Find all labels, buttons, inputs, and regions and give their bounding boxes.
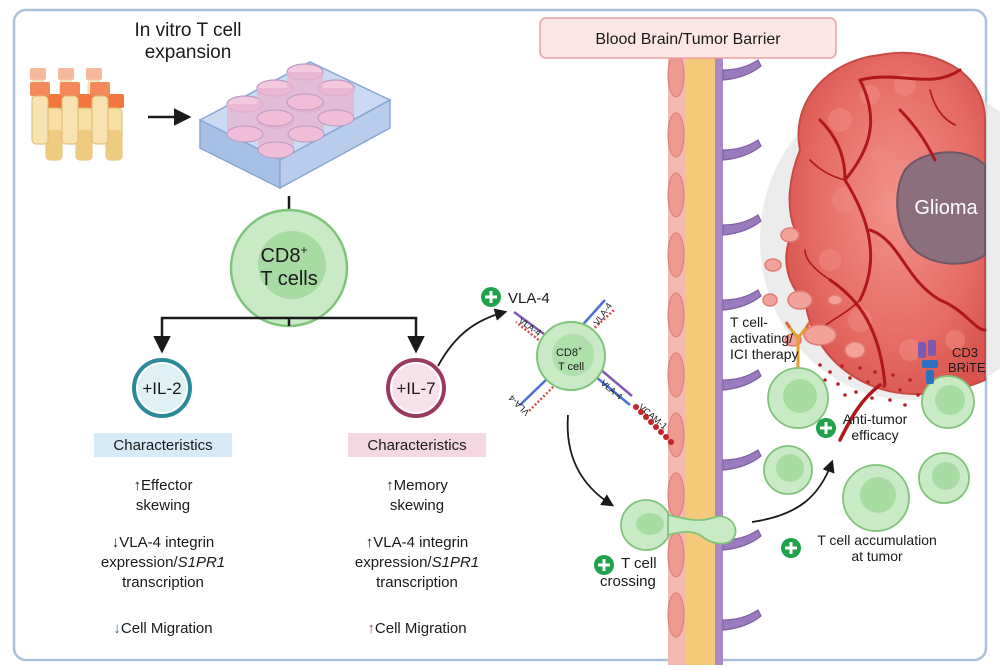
- il2-vla-text: VLA-4 integrin: [119, 534, 215, 551]
- il7-migration: ↑Cell Migration: [314, 619, 520, 639]
- il2-effector-line2: skewing: [135, 497, 191, 514]
- barrier-label-box: [539, 17, 837, 59]
- crossing-label-line2: crossing: [600, 573, 656, 590]
- cd8-cell-label-line1: CD8: [260, 245, 300, 267]
- plus-crossing-icon: [594, 555, 614, 575]
- crossing-label-line1: T cell: [621, 555, 657, 572]
- il7-memory-line2: skewing: [389, 497, 445, 514]
- il7-characteristics: Characteristics: [367, 437, 466, 454]
- il2-vla-line1: ↓VLA-4 integrin: [60, 533, 266, 553]
- il7-memory-text: Memory: [393, 477, 448, 494]
- cytokine-dots: [813, 363, 932, 407]
- il7-characteristics-list: ↑Memory skewing ↑VLA-4 integrin expressi…: [314, 476, 520, 639]
- therapy-line1: T cell-: [730, 314, 768, 330]
- il7-vla-arrow: ↑: [365, 534, 374, 551]
- il2-effector-text: Effector: [141, 477, 193, 494]
- il7-vla-line1: ↑VLA-4 integrin: [314, 533, 520, 553]
- il2-characteristics-list: ↑Effector skewing ↓VLA-4 integrin expres…: [60, 476, 266, 639]
- il7-migration-text: Cell Migration: [374, 620, 467, 637]
- svg-text:CD8+: CD8+: [260, 243, 307, 267]
- cd8-cell-label-sup: +: [301, 243, 308, 257]
- arrow-il7-to-vla4: [437, 308, 508, 367]
- il2-migration-arrow: ↓: [113, 620, 121, 637]
- plus-accumulation-icon: [781, 538, 801, 558]
- vcam1-chain: [633, 404, 674, 445]
- il2-migration-text: Cell Migration: [120, 620, 213, 637]
- glioma-label: Glioma: [914, 197, 978, 219]
- il7-vla-text: VLA-4 integrin: [373, 534, 469, 551]
- tumor-fragments: [762, 227, 866, 359]
- il2-vla-line2a: expression/: [100, 554, 178, 571]
- accumulation-line1: T cell accumulation: [817, 532, 937, 548]
- il7-label: +IL-7: [396, 379, 435, 398]
- therapy-line2: activating/: [730, 330, 793, 346]
- well-plate-icon: [198, 61, 392, 190]
- arrow-crossing-to-tumor: [751, 459, 835, 523]
- il2-vla-arrow: ↓: [111, 534, 120, 551]
- small-cell-label-sup: +: [578, 346, 582, 353]
- plus-anti-tumor-icon: [816, 418, 836, 438]
- tumor-region: [760, 51, 1000, 442]
- il7-memory-line1: ↑Memory: [314, 476, 520, 496]
- il2-effector-arrow: ↑: [133, 477, 142, 494]
- antibody-icon: [784, 321, 812, 370]
- expansion-title-line2: expansion: [145, 42, 232, 63]
- therapy-line3: ICI therapy: [730, 346, 798, 362]
- il2-characteristics-box: [94, 433, 232, 457]
- il7-vla-line2b: S1PR1: [431, 554, 480, 571]
- blood-brain-barrier: [667, 40, 762, 665]
- tumor-vessels: [818, 68, 987, 442]
- il2-label: +IL-2: [142, 379, 181, 398]
- il7-memory-arrow: ↑: [386, 477, 394, 494]
- accumulation-line2: at tumor: [851, 548, 903, 564]
- cd3-label-line2: BRiTE: [948, 360, 986, 375]
- il2-vla-line2: expression/S1PR1: [60, 553, 266, 573]
- svg-text:CD8+: CD8+: [556, 346, 582, 359]
- il7-vla-line2: expression/S1PR1: [314, 553, 520, 573]
- il2-characteristics: Characteristics: [113, 437, 212, 454]
- il7-characteristics-box: [348, 433, 486, 457]
- il2-treatment: +IL-2: [132, 358, 192, 418]
- barrier-label: Blood Brain/Tumor Barrier: [595, 31, 781, 48]
- cd8-t-cells: CD8+ T cells: [229, 208, 349, 328]
- il2-vla-line3: transcription: [122, 574, 204, 591]
- anti-tumor-line1: Anti-tumor: [843, 411, 908, 427]
- il7-vla-line3: transcription: [376, 574, 458, 591]
- il7-treatment: +IL-7: [386, 358, 446, 418]
- il2-vla-line2b: S1PR1: [177, 554, 226, 571]
- brite-molecule-icon: [918, 340, 938, 384]
- vla4-plus-label: VLA-4: [508, 290, 550, 307]
- il7-migration-arrow: ↑: [367, 620, 375, 637]
- il2-migration: ↓Cell Migration: [60, 619, 266, 639]
- culture-tubes-icon: [30, 68, 124, 161]
- expansion-title-line1: In vitro T cell: [134, 20, 241, 41]
- anti-tumor-line2: efficacy: [851, 427, 898, 443]
- tumor-t-cells: [763, 367, 975, 532]
- barrier-core: [685, 40, 715, 665]
- small-cell-label-line2: T cell: [558, 361, 584, 373]
- cd8-cell-label-line2: T cells: [260, 268, 317, 290]
- branch-arrows: [153, 316, 425, 354]
- il2-effector-line1: ↑Effector: [60, 476, 266, 496]
- small-cell-label-line1: CD8: [556, 347, 578, 359]
- cd3-label-line1: CD3: [952, 345, 978, 360]
- crossing-t-cell: [620, 499, 737, 551]
- glioma-nucleus: [896, 151, 986, 265]
- plus-vla4-icon: [481, 287, 501, 307]
- il7-vla-line2a: expression/: [354, 554, 432, 571]
- arrow-cell-to-crossing: [566, 414, 615, 507]
